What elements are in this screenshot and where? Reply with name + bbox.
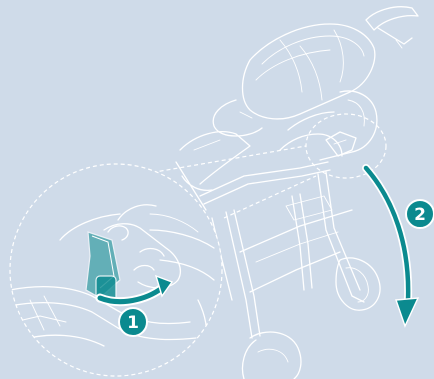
detail-magnifier — [10, 164, 222, 376]
curved-arrow-down-icon — [366, 168, 418, 326]
step-badge-2: 2 — [406, 200, 434, 228]
step-number-1: 1 — [127, 313, 139, 333]
step-badge-1: 1 — [119, 308, 147, 336]
step-number-2: 2 — [414, 205, 426, 225]
